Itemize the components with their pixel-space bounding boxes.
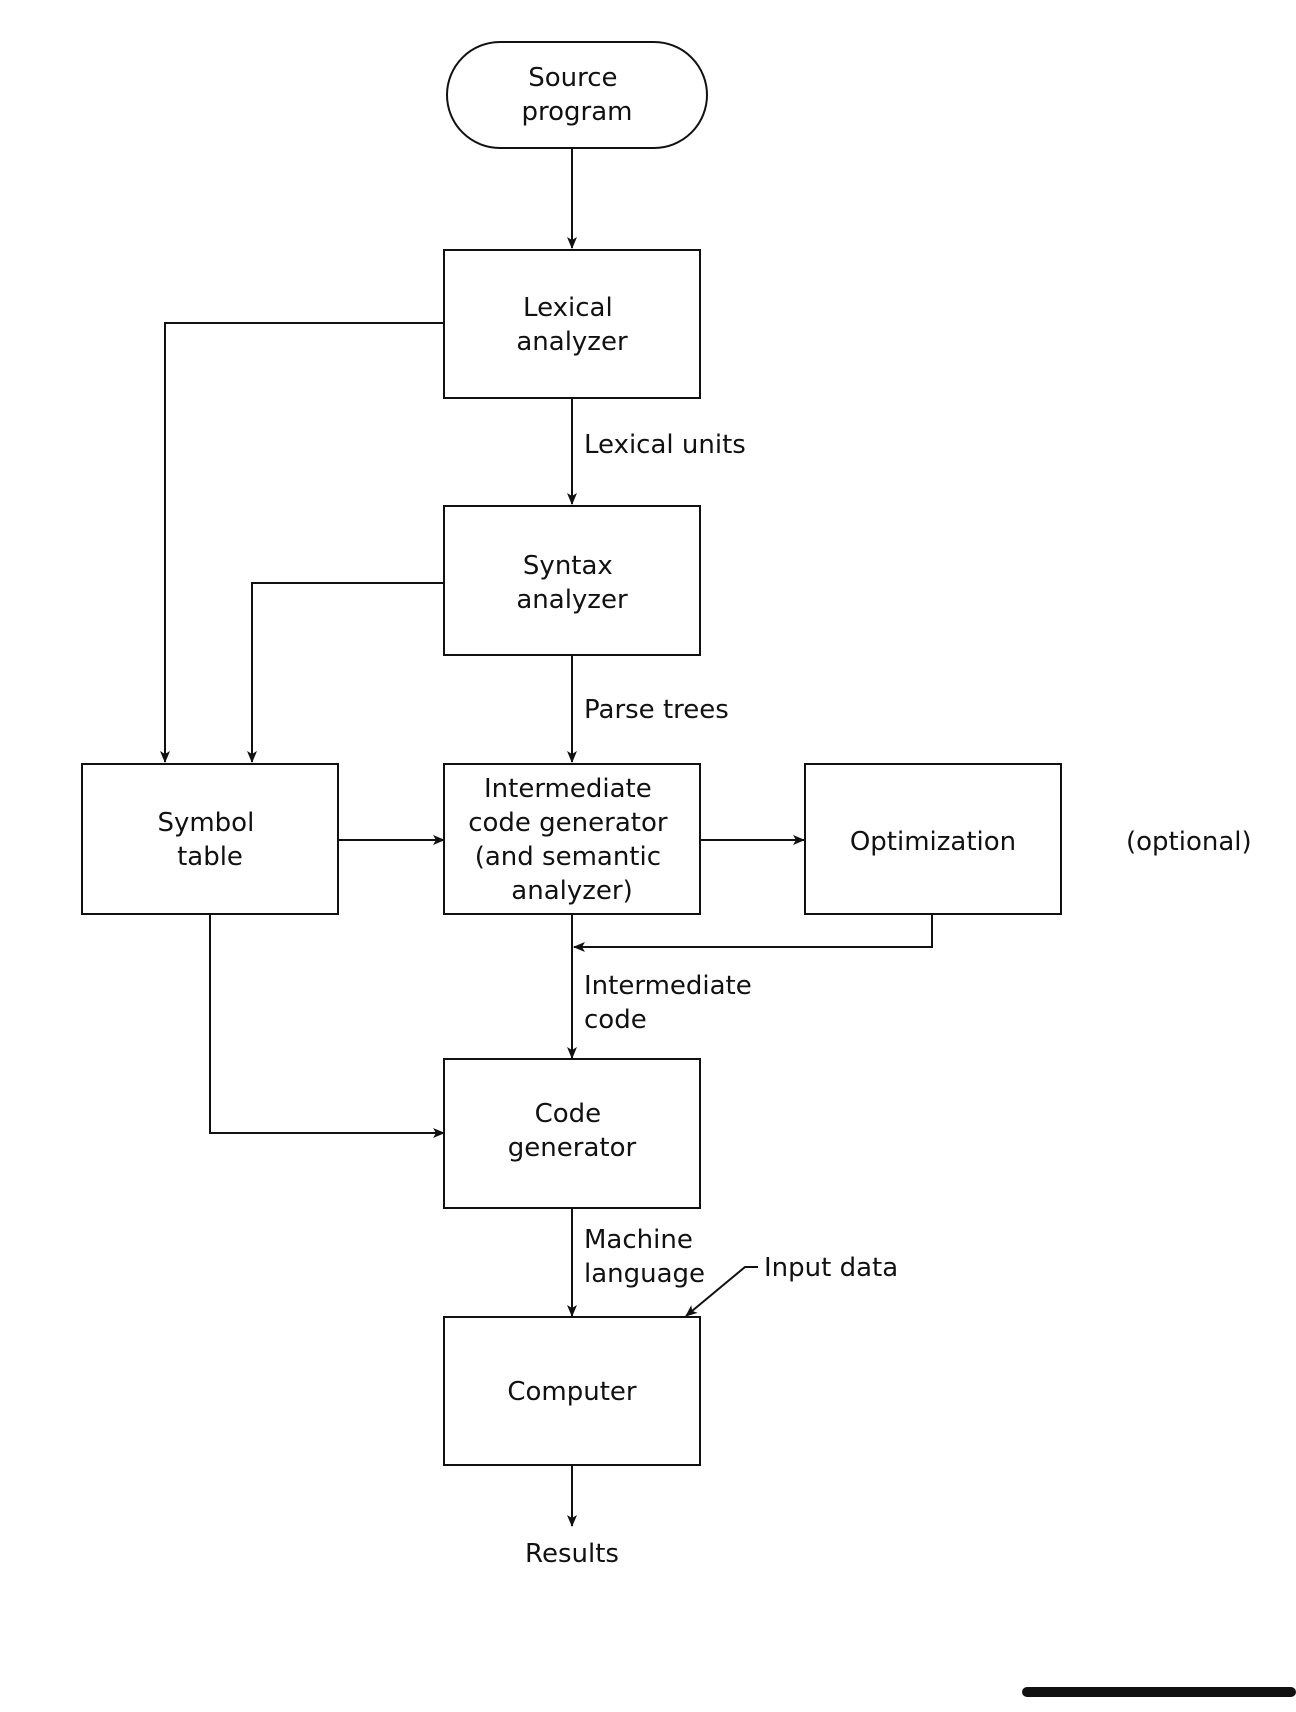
node-syntax-analyzer: Syntax analyzer — [443, 505, 701, 656]
node-label-line: analyzer — [516, 327, 628, 357]
node-label-line: Syntax — [523, 551, 613, 581]
node-computer: Computer — [443, 1316, 701, 1466]
edge-label-line: Parse trees — [584, 695, 729, 725]
arrow-syntax-to-symbol — [247, 582, 444, 763]
node-label-line: Intermediate — [484, 774, 652, 804]
svg-text:Computer: Computer — [507, 1377, 637, 1407]
svg-text:Optimization: Optimization — [850, 827, 1016, 857]
arrow-input-data-to-computer — [685, 1266, 758, 1317]
node-label-line: Lexical — [523, 293, 613, 323]
node-label-line: (and semantic — [475, 842, 661, 872]
arrow-optimization-return — [573, 914, 933, 952]
node-code-generator: Code generator — [443, 1058, 701, 1209]
edge-label-line: Machine — [584, 1225, 693, 1255]
node-lexical-analyzer: Lexical analyzer — [443, 249, 701, 399]
edge-label-line: code — [584, 1005, 647, 1035]
connectors — [160, 148, 933, 1527]
edge-label-machine-language: Machine language — [584, 1225, 705, 1289]
node-label-line: Code — [535, 1099, 602, 1129]
node-label-line: analyzer — [516, 585, 628, 615]
node-label-line: table — [177, 842, 243, 872]
arrow-symbol-to-codegen — [209, 914, 445, 1138]
edge-label-intermediate-code: Intermediate code — [584, 971, 760, 1035]
node-optimization: Optimization — [804, 763, 1062, 915]
node-label-line: program — [522, 97, 633, 127]
node-label-line: Source — [528, 63, 617, 93]
svg-text:Symbol table: Symbol table — [157, 808, 262, 872]
node-symbol-table: Symbol table — [81, 763, 339, 915]
edge-label-line: language — [584, 1259, 705, 1289]
node-source-program: Source program — [446, 41, 708, 149]
node-label-line: Optimization — [850, 827, 1016, 857]
node-label-line: generator — [508, 1133, 637, 1163]
home-indicator[interactable] — [1022, 1687, 1296, 1697]
svg-text:Source program: Source program — [522, 63, 633, 127]
node-label-line: code generator — [468, 808, 668, 838]
node-intermediate-code-generator: Intermediate code generator (and semanti… — [443, 763, 701, 915]
svg-text:Lexical analyzer: Lexical analyzer — [516, 293, 628, 357]
svg-text:Syntax analyzer: Syntax analyzer — [516, 551, 628, 615]
arrow-lexical-to-symbol — [160, 322, 444, 763]
svg-text:Intermediate code genera: Intermediate code generator (and semanti… — [468, 774, 676, 906]
edge-label-lexical-units: Lexical units — [584, 430, 746, 460]
optional-note: (optional) — [1126, 827, 1252, 857]
results-label: Results — [525, 1539, 619, 1569]
input-data-label: Input data — [764, 1253, 898, 1283]
edge-label-parse-trees: Parse trees — [584, 695, 729, 725]
node-label-line: Computer — [507, 1377, 637, 1407]
node-label-line: analyzer) — [511, 876, 632, 906]
node-label-line: Symbol — [157, 808, 254, 838]
edge-label-line: Intermediate — [584, 971, 752, 1001]
svg-text:Code generator: Code generator — [508, 1099, 637, 1163]
edge-label-line: Lexical units — [584, 430, 746, 460]
